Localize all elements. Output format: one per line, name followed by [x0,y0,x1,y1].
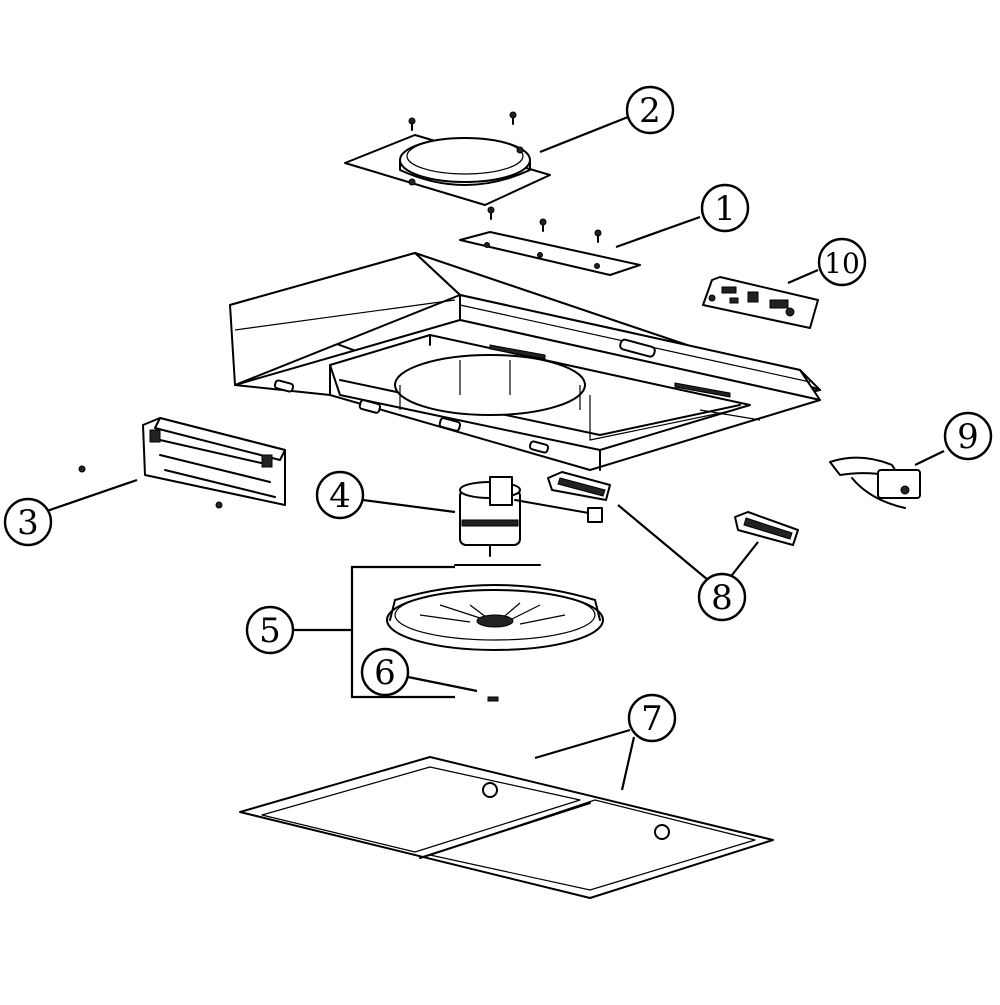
screw-icon [509,111,517,125]
callout-5: 5 [245,605,295,655]
screw-icon [594,229,602,243]
retaining-nut [487,696,499,702]
screw-icon [539,218,547,232]
callout-label: 3 [17,503,39,543]
blower-motor [459,476,603,557]
range-hood-housing [229,252,821,471]
callout-4: 4 [315,470,365,520]
light-housing [78,417,286,509]
screw-icon [408,117,416,131]
callout-8: 8 [697,572,747,622]
light-socket-2 [734,511,799,546]
callout-2: 2 [625,85,675,135]
duct-collar-plate [344,111,551,206]
callout-10: 10 [817,237,867,287]
callout-label: 9 [957,417,979,457]
callout-label: 7 [641,699,663,739]
damper-cover-plate [459,206,641,276]
grease-filter-panel [239,756,774,899]
screw-icon [487,206,495,220]
leader-lines [43,115,945,791]
callout-label: 10 [824,247,860,280]
callout-3: 3 [3,497,53,547]
callout-label: 6 [374,653,396,693]
callout-label: 1 [714,189,736,229]
light-socket-1 [547,471,611,501]
callout-label: 4 [329,476,351,516]
group-bracket [350,565,455,699]
callout-6: 6 [360,647,410,697]
thermal-switch [829,456,921,509]
callout-1: 1 [700,183,750,233]
callout-label: 5 [259,611,281,651]
callout-label: 8 [711,578,733,618]
callout-label: 2 [639,91,661,131]
callout-9: 9 [943,411,993,461]
blower-wheel [386,564,604,651]
callout-7: 7 [627,693,677,743]
control-board [702,276,819,329]
